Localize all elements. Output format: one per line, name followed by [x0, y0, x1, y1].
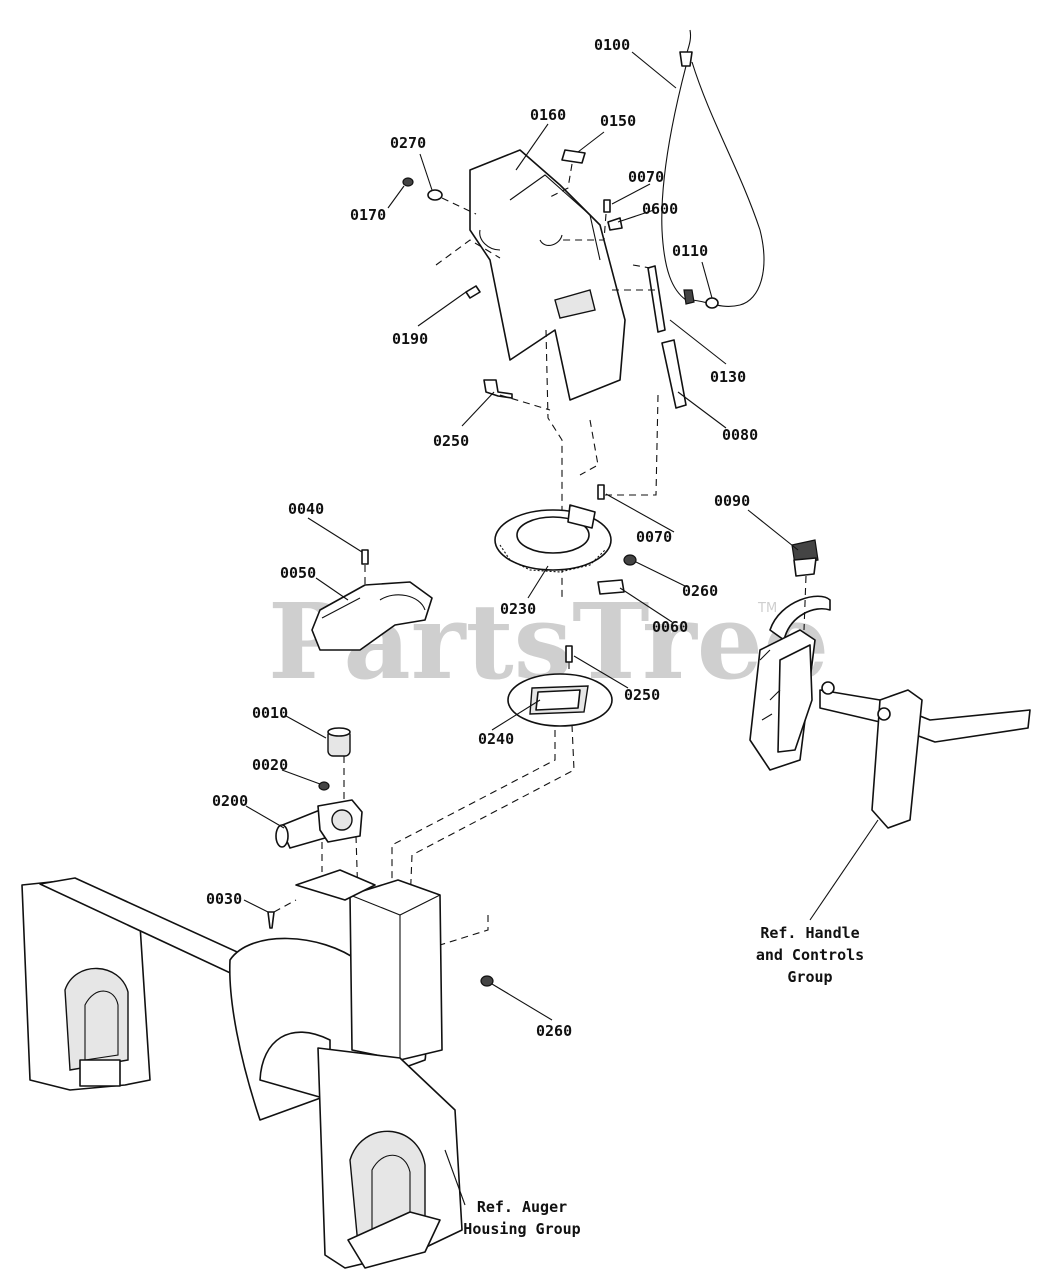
label-0050: 0050 — [280, 564, 316, 582]
label-0260-upper: 0260 — [682, 582, 718, 600]
bolt-nut-0070-0260[interactable] — [597, 484, 637, 595]
label-0100: 0100 — [594, 36, 630, 54]
ref-handle-line-2: and Controls — [756, 946, 864, 964]
chute-deflector[interactable] — [469, 149, 626, 401]
label-0040: 0040 — [288, 500, 324, 518]
bolt-0190[interactable] — [435, 239, 501, 299]
chute-ring[interactable] — [494, 504, 612, 573]
label-0250-lower: 0250 — [624, 686, 660, 704]
screw-0030[interactable] — [267, 899, 297, 929]
label-0010: 0010 — [252, 704, 288, 722]
label-0230: 0230 — [500, 600, 536, 618]
label-0130: 0130 — [710, 368, 746, 386]
auger-housing[interactable] — [21, 869, 463, 1269]
ref-handle-label: Ref. Handle and Controls Group — [756, 924, 864, 986]
chute-cable[interactable] — [661, 29, 765, 307]
label-0260-lower: 0260 — [536, 1022, 572, 1040]
chute-label-plate[interactable] — [547, 149, 586, 199]
label-0250-upper: 0250 — [433, 432, 469, 450]
label-0030: 0030 — [206, 890, 242, 908]
bolt-clip-0070[interactable] — [560, 199, 623, 241]
label-0070-lower: 0070 — [636, 528, 672, 546]
chute-base-plate[interactable] — [507, 673, 613, 727]
bolt-0250-upper[interactable] — [483, 379, 551, 411]
leader-lines — [243, 51, 879, 1206]
label-0150: 0150 — [600, 112, 636, 130]
nut-0260-lower[interactable] — [480, 975, 494, 987]
chute-motor[interactable] — [275, 799, 363, 901]
gear-0010[interactable] — [327, 727, 351, 810]
ref-handle-line-3: Group — [787, 968, 832, 986]
ref-auger-line-2: Housing Group — [463, 1220, 580, 1238]
label-0600: 0600 — [642, 200, 678, 218]
cable-end-bracket[interactable] — [612, 264, 719, 333]
label-0020: 0020 — [252, 756, 288, 774]
watermark-trademark: TM — [757, 601, 777, 616]
label-0110: 0110 — [672, 242, 708, 260]
handle-controls[interactable] — [749, 539, 1031, 829]
ref-auger-line-1: Ref. Auger — [477, 1198, 567, 1216]
label-0060: 0060 — [652, 618, 688, 636]
ref-handle-line-1: Ref. Handle — [760, 924, 859, 942]
label-0190: 0190 — [392, 330, 428, 348]
label-0240: 0240 — [478, 730, 514, 748]
washer-nut-0270[interactable] — [402, 177, 477, 215]
chute-rod[interactable] — [598, 339, 687, 496]
gearbox-cover[interactable] — [311, 549, 433, 651]
label-0080: 0080 — [722, 426, 758, 444]
nut-0020[interactable] — [318, 781, 330, 791]
ref-auger-label: Ref. Auger Housing Group — [463, 1198, 580, 1238]
label-0200: 0200 — [212, 792, 248, 810]
label-0160: 0160 — [530, 106, 566, 124]
label-0070-upper: 0070 — [628, 168, 664, 186]
label-0170: 0170 — [350, 206, 386, 224]
label-0090: 0090 — [714, 492, 750, 510]
label-0270: 0270 — [390, 134, 426, 152]
